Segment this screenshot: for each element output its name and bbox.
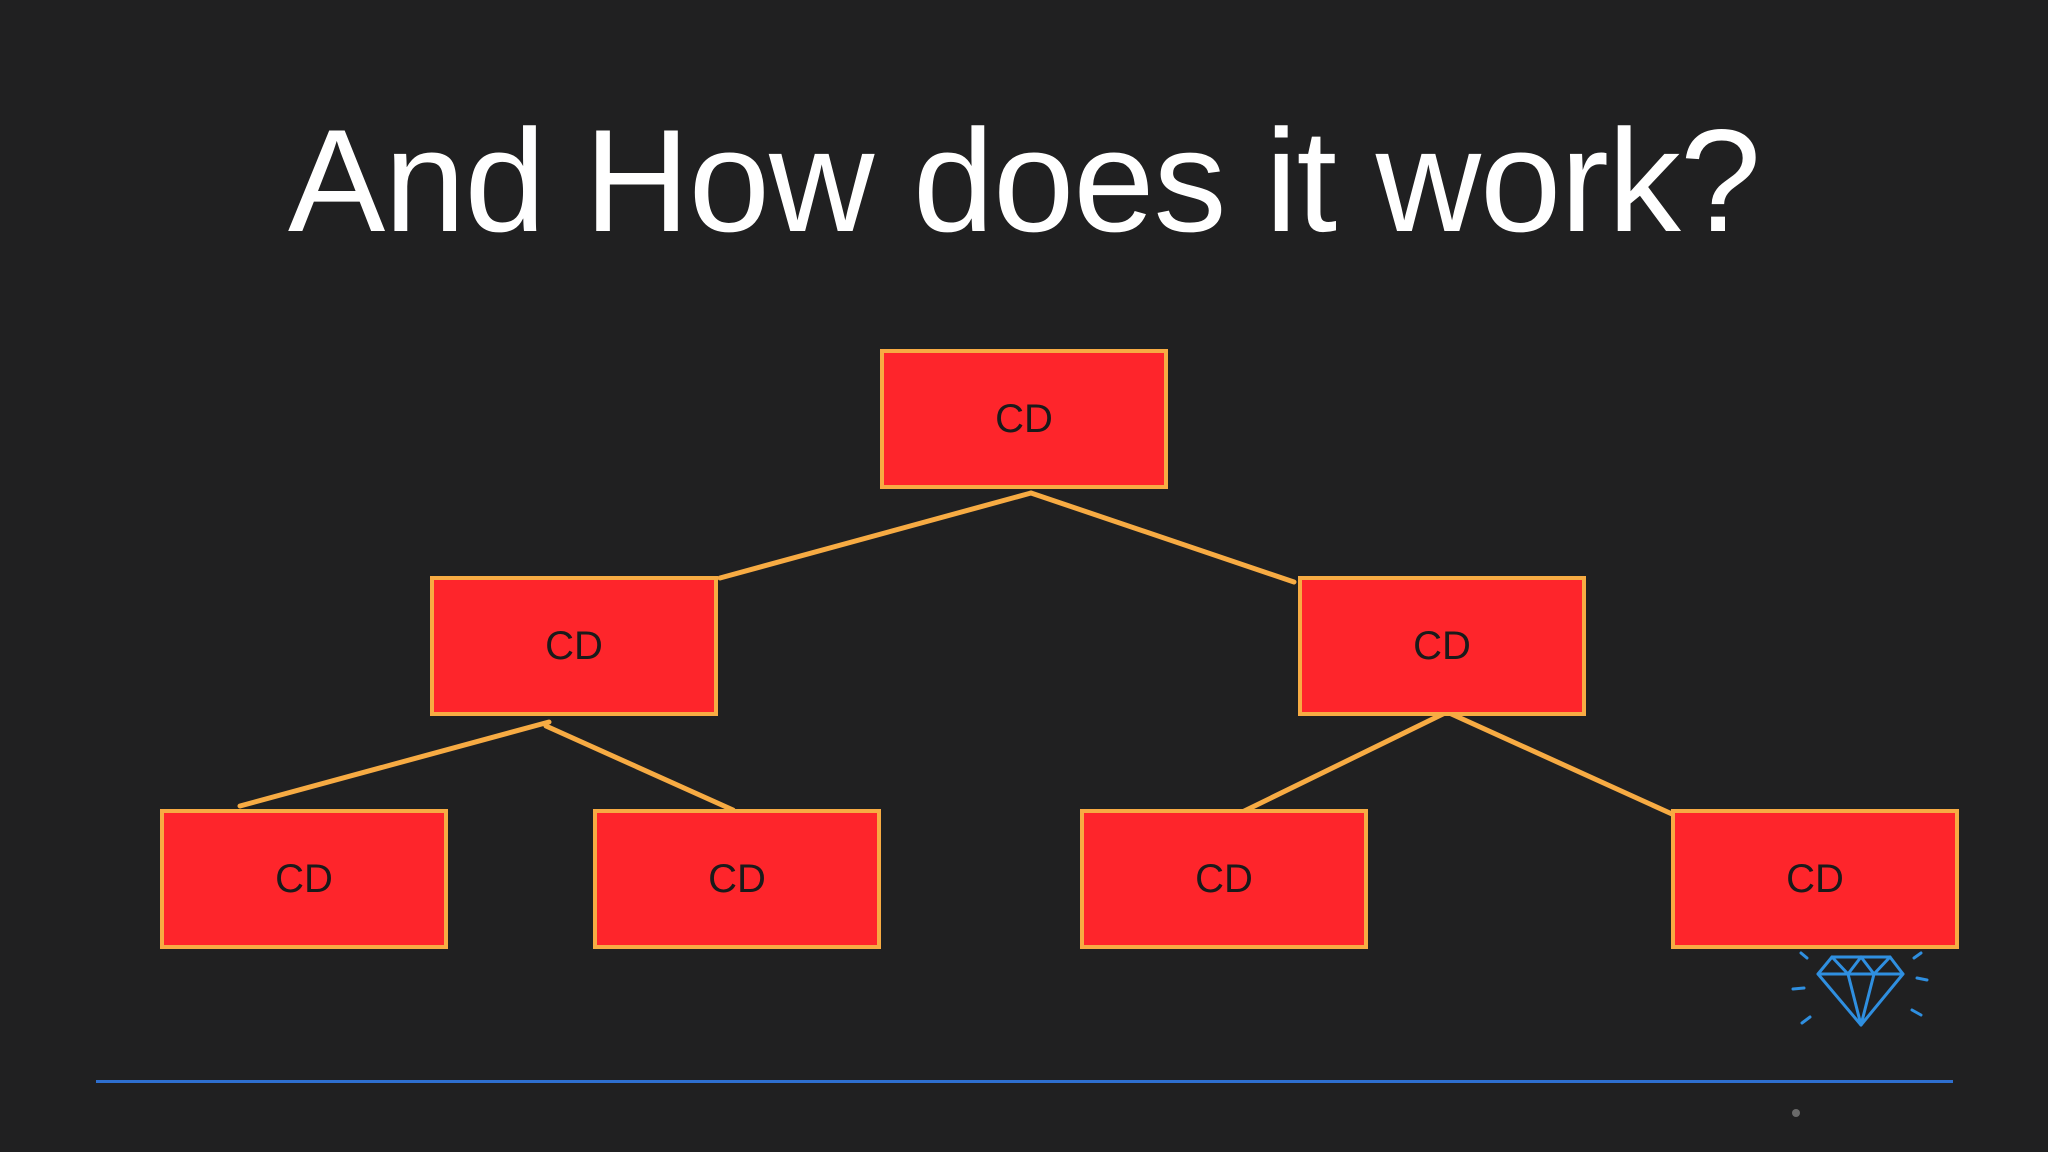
edge-right-rightright xyxy=(1444,709,1675,817)
edge-root-right xyxy=(1028,490,1297,585)
slide-title: And How does it work? xyxy=(287,99,1761,262)
node-label: CD xyxy=(545,623,603,668)
node-label: CD xyxy=(1195,856,1253,901)
tree-node-right: CD xyxy=(1298,576,1586,716)
node-label: CD xyxy=(1786,856,1844,901)
tree-node-left: CD xyxy=(430,576,718,716)
node-label: CD xyxy=(995,396,1053,441)
page-indicator-dot xyxy=(1792,1109,1800,1117)
tree-node-left-right: CD xyxy=(593,809,881,949)
edge-right-rightleft xyxy=(1227,709,1450,821)
node-label: CD xyxy=(708,856,766,901)
edge-left-leftleft xyxy=(237,719,552,809)
tree-node-root: CD xyxy=(880,349,1168,489)
footer-rule xyxy=(96,1080,1953,1083)
tree-node-right-right: CD xyxy=(1671,809,1959,949)
edge-left-leftright xyxy=(543,723,736,813)
edge-root-left xyxy=(717,490,1034,581)
tree-node-left-left: CD xyxy=(160,809,448,949)
tree-node-right-left: CD xyxy=(1080,809,1368,949)
node-label: CD xyxy=(275,856,333,901)
node-label: CD xyxy=(1413,623,1471,668)
